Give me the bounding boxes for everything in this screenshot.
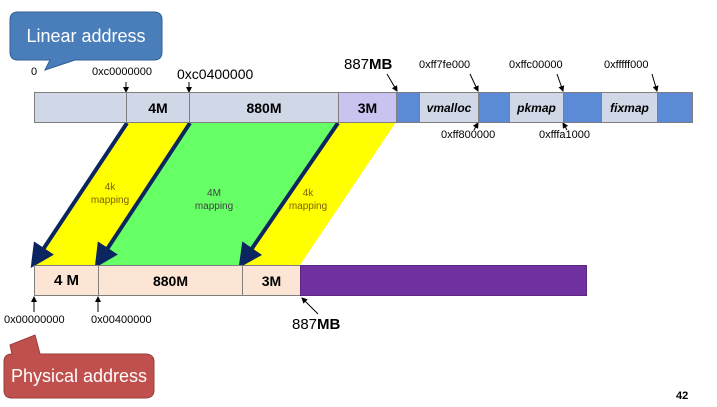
addr-p00400000: 0x00400000 bbox=[91, 314, 152, 326]
pkmap-label: pkmap bbox=[517, 100, 556, 115]
addr-ff7fe000: 0xff7fe000 bbox=[419, 59, 471, 71]
addr-ffc00000: 0xffc00000 bbox=[509, 59, 563, 71]
pointer-ffc00000 bbox=[556, 73, 565, 92]
physical-seg-880m-label: 880M bbox=[152, 272, 189, 289]
linear-seg-gap3 bbox=[563, 92, 602, 123]
mapping-label-left-line1: 4k bbox=[104, 182, 116, 193]
fixmap-label: fixmap bbox=[610, 100, 649, 115]
mapping-arrow-left bbox=[30, 121, 129, 268]
linear-seg-gap1 bbox=[396, 92, 420, 123]
linear-address-label: Linear address bbox=[26, 25, 146, 46]
linear-seg-user bbox=[34, 92, 127, 123]
linear-seg-top bbox=[657, 92, 693, 123]
addr-zero: 0 bbox=[31, 66, 38, 78]
addr-887mb-linear: 887MB bbox=[344, 56, 392, 73]
linear-seg-vmalloc: vmalloc bbox=[419, 92, 479, 123]
mapping-band-4m bbox=[98, 122, 338, 265]
physical-callout-shape bbox=[3, 334, 155, 399]
linear-seg-pkmap: pkmap bbox=[509, 92, 564, 123]
pointer-ff7fe000 bbox=[469, 73, 479, 92]
physical-seg-4m-label: 4 M bbox=[53, 272, 79, 289]
pointer-887mb-linear bbox=[386, 73, 398, 92]
linear-seg-3m: 3M bbox=[338, 92, 397, 123]
linear-callout-shape bbox=[9, 11, 163, 71]
pointer-ff800000 bbox=[472, 122, 479, 131]
pointer-fffff000 bbox=[651, 73, 659, 92]
addr-887mb-physical-num: 887 bbox=[292, 316, 318, 333]
linear-seg-4m: 4M bbox=[126, 92, 190, 123]
mapping-label-mid-line2: mapping bbox=[194, 201, 234, 212]
physical-seg-880m: 880M bbox=[98, 265, 243, 296]
addr-fffa1000: 0xfffa1000 bbox=[539, 129, 590, 141]
mapping-label-left: 4k mapping bbox=[84, 181, 136, 207]
page-number: 42 bbox=[676, 390, 689, 402]
mapping-label-right-line2: mapping bbox=[288, 201, 328, 212]
linear-address-callout: Linear address bbox=[10, 12, 162, 60]
pointer-fffa1000 bbox=[562, 122, 569, 131]
addr-887mb-physical-unit: MB bbox=[317, 316, 341, 333]
physical-seg-3m: 3M bbox=[242, 265, 301, 296]
mapping-band-4k-left bbox=[34, 122, 190, 265]
mapping-label-mid-line1: 4M bbox=[207, 188, 221, 199]
addr-ff800000: 0xff800000 bbox=[441, 129, 496, 141]
mapping-band-4k-right bbox=[242, 122, 396, 265]
addr-887mb-physical: 887MB bbox=[292, 316, 340, 333]
linear-seg-3m-label: 3M bbox=[357, 99, 378, 116]
addr-fffff000: 0xfffff000 bbox=[604, 59, 649, 71]
linear-seg-gap2 bbox=[478, 92, 510, 123]
physical-address-callout: Physical address bbox=[4, 354, 154, 398]
addr-c0000000: 0xc0000000 bbox=[92, 66, 152, 78]
addr-887mb-linear-num: 887 bbox=[344, 56, 370, 73]
mapping-label-right: 4k mapping bbox=[282, 187, 334, 213]
linear-seg-880m-label: 880M bbox=[246, 99, 282, 116]
pointer-887mb-physical bbox=[301, 297, 319, 315]
mapping-arrow-mid bbox=[94, 121, 192, 269]
physical-address-label: Physical address bbox=[10, 365, 148, 386]
mapping-arrow-right bbox=[238, 121, 340, 268]
mapping-label-mid: 4M mapping bbox=[184, 187, 244, 213]
physical-seg-4m: 4 M bbox=[34, 265, 99, 296]
addr-887mb-linear-unit: MB bbox=[369, 56, 393, 73]
addr-p00000000: 0x00000000 bbox=[4, 314, 65, 326]
mapping-label-right-line1: 4k bbox=[302, 188, 314, 199]
physical-seg-highmem bbox=[300, 265, 587, 296]
vmalloc-label: vmalloc bbox=[426, 100, 472, 115]
mapping-label-left-line2: mapping bbox=[90, 195, 130, 206]
linear-seg-880m: 880M bbox=[189, 92, 339, 123]
linear-seg-fixmap: fixmap bbox=[601, 92, 658, 123]
addr-c0400000: 0xc0400000 bbox=[177, 66, 254, 82]
linear-seg-4m-label: 4M bbox=[148, 99, 168, 116]
physical-seg-3m-label: 3M bbox=[261, 272, 282, 289]
